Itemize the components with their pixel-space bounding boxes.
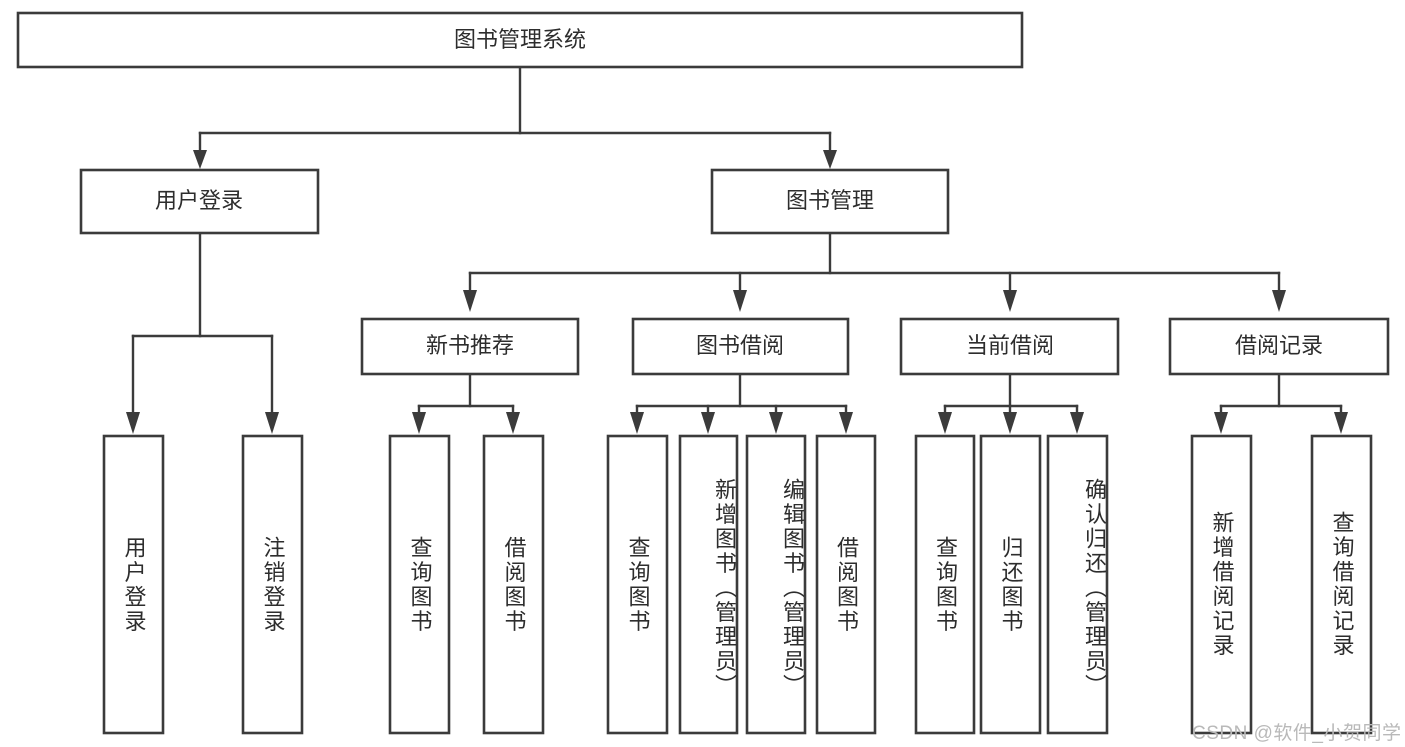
node-box-leaf-add-record[interactable] <box>1190 434 1253 735</box>
arrow-to-current-borrow <box>1003 290 1017 312</box>
node-layer: 图书管理系统 用户登录 图书管理 新书推荐 图书借阅 当前借阅 借阅记录 <box>16 11 1390 735</box>
arrow-to-borrow-record <box>1272 290 1286 312</box>
node-box-leaf-confirm-return[interactable] <box>1046 434 1109 735</box>
node-box-leaf-add-book[interactable] <box>678 434 739 735</box>
node-label-book-manage: 图书管理 <box>786 188 874 213</box>
connector-layer <box>126 65 1348 434</box>
node-label-new-book-recommend: 新书推荐 <box>426 333 514 358</box>
arrow-leaf-user-login <box>126 412 140 434</box>
arrow-leaf-query-record <box>1334 412 1348 434</box>
arrow-leaf-query-book-1 <box>412 412 426 434</box>
node-box-borrow-record[interactable] <box>1168 317 1390 376</box>
node-box-user-login[interactable] <box>79 168 320 235</box>
node-box-leaf-query-book-2[interactable] <box>606 434 669 735</box>
node-box-leaf-query-record[interactable] <box>1310 434 1373 735</box>
arrow-leaf-return-book <box>1003 412 1017 434</box>
node-label-book-borrow: 图书借阅 <box>696 333 784 358</box>
arrow-leaf-logout-login <box>265 412 279 434</box>
node-box-leaf-query-book-3[interactable] <box>914 434 976 735</box>
arrow-to-new-book-recommend <box>463 290 477 312</box>
watermark-text: CSDN @软件_小贺同学 <box>1192 723 1402 744</box>
arrow-to-user-login <box>193 150 207 169</box>
node-box-leaf-borrow-book-1[interactable] <box>482 434 545 735</box>
node-box-book-borrow[interactable] <box>631 317 850 376</box>
node-box-root[interactable] <box>16 11 1024 69</box>
node-box-current-borrow[interactable] <box>899 317 1120 376</box>
arrow-to-book-borrow <box>733 290 747 312</box>
node-box-leaf-return-book[interactable] <box>979 434 1042 735</box>
arrow-leaf-confirm-return <box>1070 412 1084 434</box>
arrow-leaf-query-book-2 <box>630 412 644 434</box>
node-label-root: 图书管理系统 <box>454 27 586 52</box>
arrow-leaf-borrow-book-1 <box>506 412 520 434</box>
node-box-leaf-edit-book[interactable] <box>745 434 807 735</box>
node-label-borrow-record: 借阅记录 <box>1235 333 1323 358</box>
arrow-leaf-query-book-3 <box>938 412 952 434</box>
arrow-leaf-borrow-book-2 <box>839 412 853 434</box>
node-label-current-borrow: 当前借阅 <box>966 333 1054 358</box>
arrow-to-book-manage <box>823 150 837 169</box>
arrow-leaf-add-book <box>701 412 715 434</box>
node-box-new-book-recommend[interactable] <box>360 317 580 376</box>
node-box-leaf-query-book-1[interactable] <box>388 434 451 735</box>
node-box-book-manage[interactable] <box>710 168 950 235</box>
node-label-user-login: 用户登录 <box>155 188 243 213</box>
arrow-leaf-edit-book <box>769 412 783 434</box>
node-box-leaf-borrow-book-2[interactable] <box>815 434 877 735</box>
arrow-leaf-add-record <box>1214 412 1228 434</box>
node-box-leaf-logout-login[interactable] <box>241 434 304 735</box>
node-box-leaf-user-login[interactable] <box>102 434 165 735</box>
